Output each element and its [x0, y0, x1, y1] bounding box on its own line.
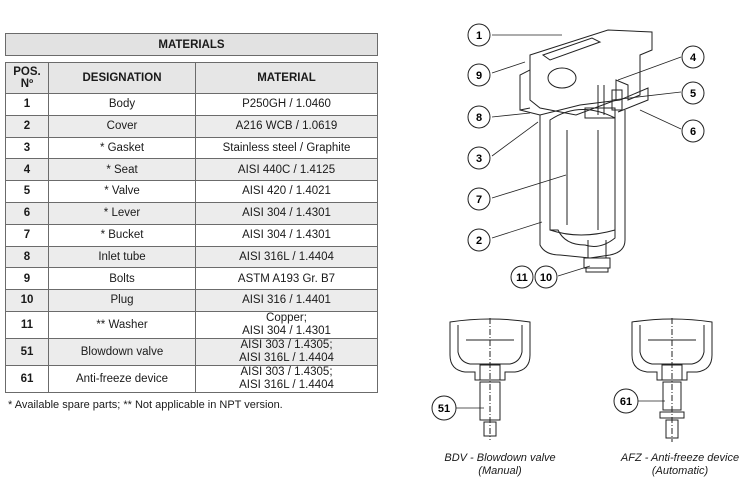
svg-text:8: 8 [476, 112, 482, 124]
pos-cell: 4 [5, 158, 49, 182]
header-designation: DESIGNATION [48, 62, 196, 94]
designation-cell: Inlet tube [48, 245, 196, 269]
svg-text:7: 7 [476, 194, 482, 206]
pos-cell: 10 [5, 289, 49, 312]
bdv-drawing [449, 318, 531, 440]
svg-text:61: 61 [620, 396, 632, 408]
designation-cell: Blowdown valve [48, 337, 196, 366]
designation-cell: Anti-freeze device [48, 364, 196, 393]
callout-2: 2 [467, 228, 491, 252]
designation-cell: ** Washer [48, 310, 196, 339]
designation-cell: Bolts [48, 267, 196, 291]
svg-text:51: 51 [438, 403, 450, 415]
svg-text:5: 5 [690, 88, 696, 100]
callout-5: 5 [681, 81, 705, 105]
pos-cell: 61 [5, 364, 49, 393]
trap-drawing [519, 29, 653, 273]
svg-text:11: 11 [516, 272, 528, 284]
material-cell: AISI 304 / 1.4301 [195, 201, 378, 225]
svg-text:1: 1 [476, 30, 482, 42]
material-cell: AISI 440C / 1.4125 [195, 158, 378, 182]
callout-7: 7 [467, 187, 491, 211]
svg-text:10: 10 [540, 272, 552, 284]
footnote: * Available spare parts; ** Not applicab… [8, 399, 283, 411]
callout-9: 9 [467, 63, 491, 87]
material-cell: Copper;AISI 304 / 1.4301 [195, 310, 378, 339]
material-cell: AISI 316L / 1.4404 [195, 245, 378, 269]
svg-text:6: 6 [690, 126, 696, 138]
callout-4: 4 [681, 45, 705, 69]
material-cell: AISI 303 / 1.4305;AISI 316L / 1.4404 [195, 337, 378, 366]
callout-1: 1 [467, 23, 491, 47]
svg-text:3: 3 [476, 153, 482, 165]
callout-51: 51 [431, 395, 457, 421]
svg-text:9: 9 [476, 70, 482, 82]
bdv-caption: BDV - Blowdown valve(Manual) [444, 452, 556, 477]
pos-cell: 6 [5, 201, 49, 225]
callout-6: 6 [681, 119, 705, 143]
callouts: 1 9 8 3 7 2 4 5 6 11 10 [467, 23, 705, 289]
table-header-row: POS.Nº DESIGNATION MATERIAL [5, 62, 378, 94]
designation-cell: Plug [48, 289, 196, 312]
callout-61: 61 [613, 388, 639, 414]
callout-3: 3 [467, 146, 491, 170]
header-pos: POS.Nº [5, 62, 49, 94]
pos-cell: 8 [5, 245, 49, 269]
header-material: MATERIAL [195, 62, 378, 94]
material-cell: ASTM A193 Gr. B7 [195, 267, 378, 291]
svg-text:2: 2 [476, 235, 482, 247]
material-cell: AISI 303 / 1.4305;AISI 316L / 1.4404 [195, 364, 378, 393]
pos-cell: 2 [5, 114, 49, 138]
callout-8: 8 [467, 105, 491, 129]
pos-cell: 11 [5, 310, 49, 339]
material-cell: P250GH / 1.0460 [195, 93, 378, 116]
svg-text:4: 4 [690, 52, 697, 64]
afz-caption: AFZ - Anti-freeze device(Automatic) [620, 452, 740, 477]
designation-cell: * Lever [48, 201, 196, 225]
callout-11: 11 [510, 265, 534, 289]
designation-cell: Cover [48, 114, 196, 138]
pos-cell: 51 [5, 337, 49, 366]
material-cell: AISI 316 / 1.4401 [195, 289, 378, 312]
callout-10: 10 [534, 265, 558, 289]
materials-title: MATERIALS [5, 33, 378, 56]
designation-cell: * Gasket [48, 136, 196, 160]
designation-cell: Body [48, 93, 196, 116]
afz-drawing [631, 318, 713, 442]
leader-lines [455, 34, 682, 409]
